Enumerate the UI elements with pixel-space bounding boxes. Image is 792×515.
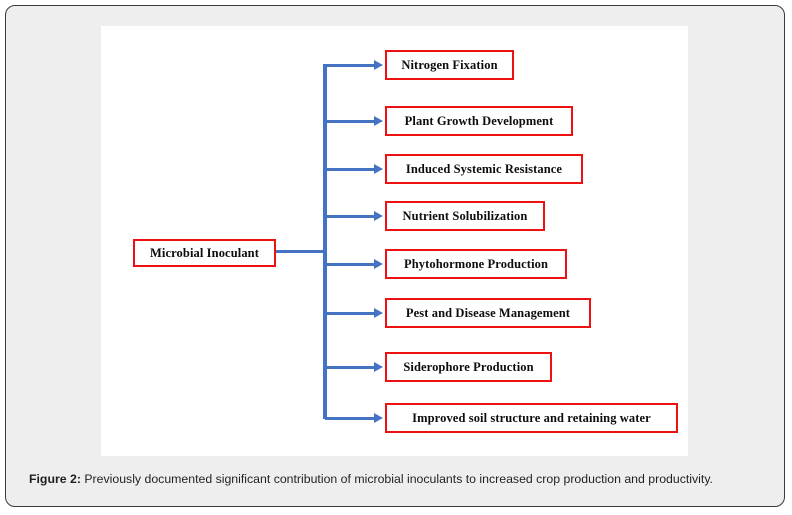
node-leaf-8[interactable]: Improved soil structure and retaining wa…	[385, 403, 678, 433]
arrow-icon	[374, 60, 383, 70]
connector-branch	[325, 312, 376, 315]
connector-branch	[325, 215, 376, 218]
connector-trunk	[323, 64, 327, 419]
connector-branch	[325, 417, 376, 420]
connector-branch	[325, 64, 376, 67]
connector-branch	[325, 120, 376, 123]
caption-body: Previously documented significant contri…	[80, 472, 713, 486]
node-leaf-5[interactable]: Phytohormone Production	[385, 249, 567, 279]
arrow-icon	[374, 259, 383, 269]
node-label: Microbial Inoculant	[150, 245, 259, 260]
arrow-icon	[374, 413, 383, 423]
node-label: Nutrient Solubilization	[402, 208, 528, 223]
node-label: Phytohormone Production	[403, 256, 549, 271]
node-label: Induced Systemic Resistance	[405, 161, 563, 176]
node-label: Pest and Disease Management	[405, 305, 571, 320]
connector-branch	[325, 263, 376, 266]
arrow-icon	[374, 362, 383, 372]
node-label: Nitrogen Fixation	[401, 57, 498, 72]
node-leaf-7[interactable]: Siderophore Production	[385, 352, 552, 382]
arrow-icon	[374, 116, 383, 126]
node-leaf-6[interactable]: Pest and Disease Management	[385, 298, 591, 328]
connector-branch	[325, 366, 376, 369]
node-leaf-1[interactable]: Nitrogen Fixation	[385, 50, 514, 80]
arrow-icon	[374, 211, 383, 221]
node-microbial-inoculant[interactable]: Microbial Inoculant	[133, 239, 276, 267]
node-leaf-4[interactable]: Nutrient Solubilization	[385, 201, 545, 231]
figure-caption: Figure 2: Previously documented signific…	[29, 472, 774, 488]
caption-prefix: Figure 2:	[29, 472, 81, 486]
connector-source-stub	[276, 250, 325, 253]
node-label: Siderophore Production	[403, 359, 534, 374]
node-label: Plant Growth Development	[404, 113, 554, 128]
arrow-icon	[374, 164, 383, 174]
connector-branch	[325, 168, 376, 171]
arrow-icon	[374, 308, 383, 318]
node-leaf-2[interactable]: Plant Growth Development	[385, 106, 573, 136]
node-leaf-3[interactable]: Induced Systemic Resistance	[385, 154, 583, 184]
node-label: Improved soil structure and retaining wa…	[412, 410, 651, 425]
